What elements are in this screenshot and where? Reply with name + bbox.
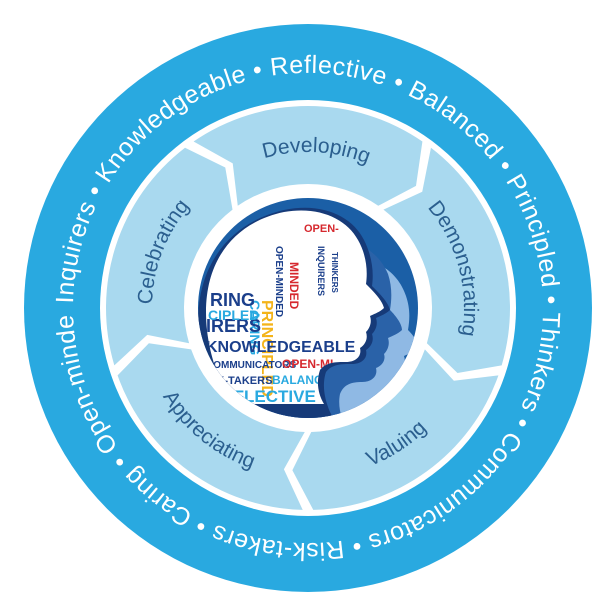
segment-appreciating xyxy=(117,343,305,510)
word-cloud-word: CIPLED xyxy=(208,307,259,323)
word-cloud-word: BALANCE xyxy=(272,373,331,387)
word-cloud-word: CARING xyxy=(247,300,263,355)
word-cloud-word: OPEN-MINDED xyxy=(273,246,284,317)
segment-valuing xyxy=(292,349,499,510)
segment-celebrating xyxy=(105,147,233,366)
word-cloud-word: KNOWLEDGEABLE xyxy=(206,339,356,356)
word-cloud-word: COMMUNICATORS xyxy=(206,360,297,371)
segment-ring: DevelopingDemonstratingValuingAppreciati… xyxy=(105,105,510,510)
word-cloud-word: PRINCIPLED xyxy=(258,300,275,397)
word-cloud-word: RING xyxy=(210,290,255,310)
word-cloud-word: OPEN- xyxy=(304,223,339,235)
word-cloud-word: INQUIRERS xyxy=(316,246,326,296)
segment-developing xyxy=(193,105,423,206)
word-cloud-word: THINKERS xyxy=(330,252,339,294)
word-cloud-word: OPEN-MI xyxy=(282,357,333,371)
segment-demonstrating xyxy=(383,147,510,373)
word-cloud-word: MINDED xyxy=(287,262,301,310)
word-cloud-word: IRERS xyxy=(206,316,261,336)
